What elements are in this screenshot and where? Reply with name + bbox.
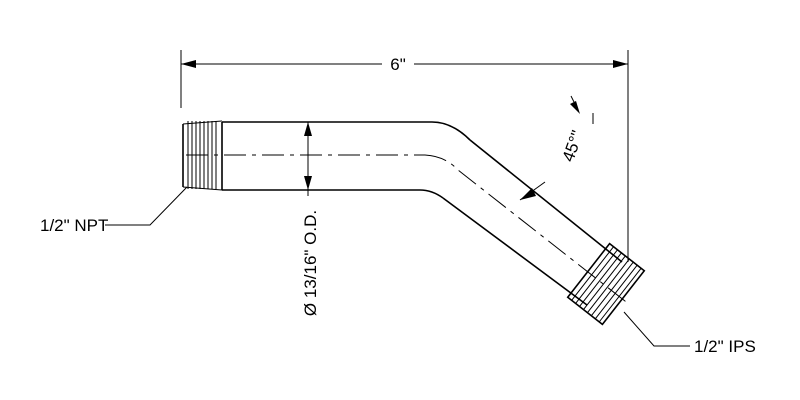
inlet-leader-line bbox=[105, 186, 188, 226]
angle-arrowhead-lower bbox=[520, 188, 536, 200]
od-bottom-arrowhead bbox=[304, 176, 312, 190]
right-arrowhead bbox=[613, 60, 628, 68]
outer-diameter-label: Ø 13/16" O.D. bbox=[301, 210, 320, 316]
outer-diameter-dimension: Ø 13/16" O.D. bbox=[301, 122, 320, 316]
pipe-centerline bbox=[186, 154, 631, 306]
inlet-thread-callout: 1/2" NPT bbox=[40, 186, 188, 235]
inlet-thread-label: 1/2" NPT bbox=[40, 216, 108, 235]
angled-top-edge bbox=[469, 139, 623, 263]
outlet-thread-label: 1/2" IPS bbox=[694, 337, 756, 356]
angle-dimension: 45°" bbox=[519, 95, 594, 201]
bend-inner-curve bbox=[419, 189, 444, 199]
pipe-body bbox=[221, 121, 623, 306]
angle-label: 45°" bbox=[558, 128, 587, 164]
bend-outer-curve bbox=[431, 121, 471, 141]
angled-bottom-edge bbox=[442, 197, 588, 306]
inlet-thread bbox=[182, 120, 223, 191]
outlet-leader-line bbox=[623, 311, 690, 347]
overall-length-dimension: 6" bbox=[180, 50, 629, 262]
outlet-thread bbox=[566, 242, 646, 326]
angle-arrowhead-upper bbox=[570, 101, 580, 114]
left-arrowhead bbox=[181, 60, 196, 68]
od-top-arrowhead bbox=[304, 122, 312, 136]
outlet-thread-callout: 1/2" IPS bbox=[623, 311, 756, 356]
overall-length-label: 6" bbox=[390, 55, 406, 74]
